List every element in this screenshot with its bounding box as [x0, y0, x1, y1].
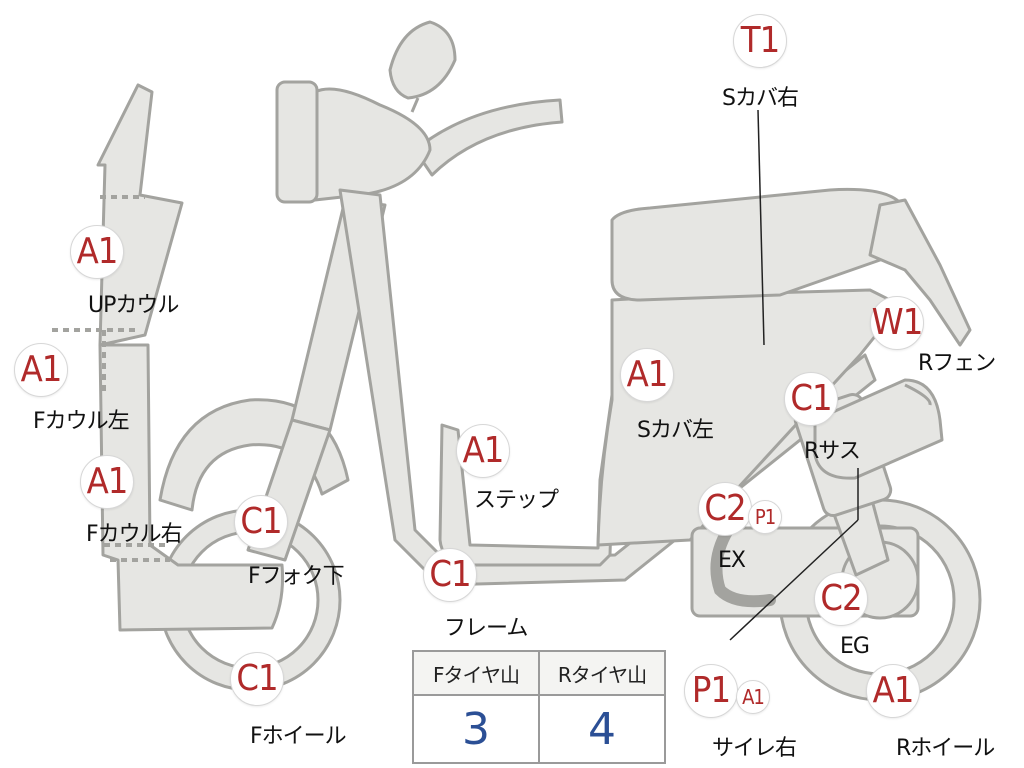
- front-cowl: [96, 83, 285, 632]
- header-rear-tire: Rタイヤ山: [538, 650, 666, 696]
- exhaust-pipe: [710, 524, 776, 608]
- value-front-tire: 3: [412, 694, 540, 764]
- code-badge-silencer-right-sub[interactable]: A1: [736, 680, 770, 714]
- header-front-tire: Fタイヤ山: [412, 650, 540, 696]
- code-badge-s-cover-left[interactable]: A1: [620, 348, 674, 402]
- label-f-wheel: Fホイール: [250, 724, 347, 749]
- tire-tread-table: Fタイヤ山 Rタイヤ山 3 4: [412, 650, 666, 764]
- handle-cover: [313, 87, 432, 202]
- code-badge-silencer-right[interactable]: P1: [684, 664, 738, 718]
- code-badge-f-wheel[interactable]: C1: [230, 652, 284, 706]
- label-step: ステップ: [474, 488, 559, 513]
- label-r-wheel: Rホイール: [896, 736, 995, 761]
- label-f-cowl-left: Fカウル左: [33, 409, 130, 434]
- code-badge-r-fender[interactable]: W1: [870, 296, 924, 350]
- code-badge-ex-sub[interactable]: P1: [748, 500, 782, 534]
- code-badge-f-cowl-left[interactable]: A1: [14, 343, 68, 397]
- value-rear-tire: 4: [538, 694, 666, 764]
- label-frame: フレーム: [444, 616, 528, 641]
- headlight: [275, 80, 319, 204]
- code-badge-ex[interactable]: C2: [698, 482, 752, 536]
- code-badge-eg[interactable]: C2: [814, 572, 868, 626]
- label-ex: EX: [718, 548, 746, 573]
- label-eg: EG: [840, 634, 870, 659]
- label-f-fork: Fフォク下: [248, 564, 345, 589]
- tire-table-header-row: Fタイヤ山 Rタイヤ山: [412, 650, 666, 696]
- label-silencer-right: サイレ右: [712, 736, 797, 761]
- label-r-sus: Rサス: [804, 439, 861, 464]
- label-r-fender: Rフェン: [918, 351, 996, 376]
- tire-table-value-row: 3 4: [412, 694, 666, 764]
- code-badge-f-cowl-right[interactable]: A1: [80, 455, 134, 509]
- label-f-cowl-right: Fカウル右: [86, 522, 183, 547]
- code-badge-r-wheel[interactable]: A1: [866, 664, 920, 718]
- code-badge-r-sus[interactable]: C1: [784, 372, 838, 426]
- code-badge-step[interactable]: A1: [456, 424, 510, 478]
- down-tube: [338, 188, 447, 587]
- code-badge-f-fork[interactable]: C1: [234, 495, 288, 549]
- code-badge-t1[interactable]: T1: [733, 14, 787, 68]
- mirror: [388, 20, 457, 100]
- label-s-cover-right: Sカバ右: [722, 86, 799, 111]
- handlebar: [413, 98, 564, 177]
- label-s-cover-left: Sカバ左: [637, 418, 714, 443]
- rear-tail: [868, 198, 972, 347]
- muffler: [813, 378, 944, 480]
- code-badge-frame[interactable]: C1: [423, 548, 477, 602]
- label-up-cowl: UPカウル: [88, 293, 179, 318]
- seat: [610, 187, 907, 302]
- code-badge-up-cowl[interactable]: A1: [70, 225, 124, 279]
